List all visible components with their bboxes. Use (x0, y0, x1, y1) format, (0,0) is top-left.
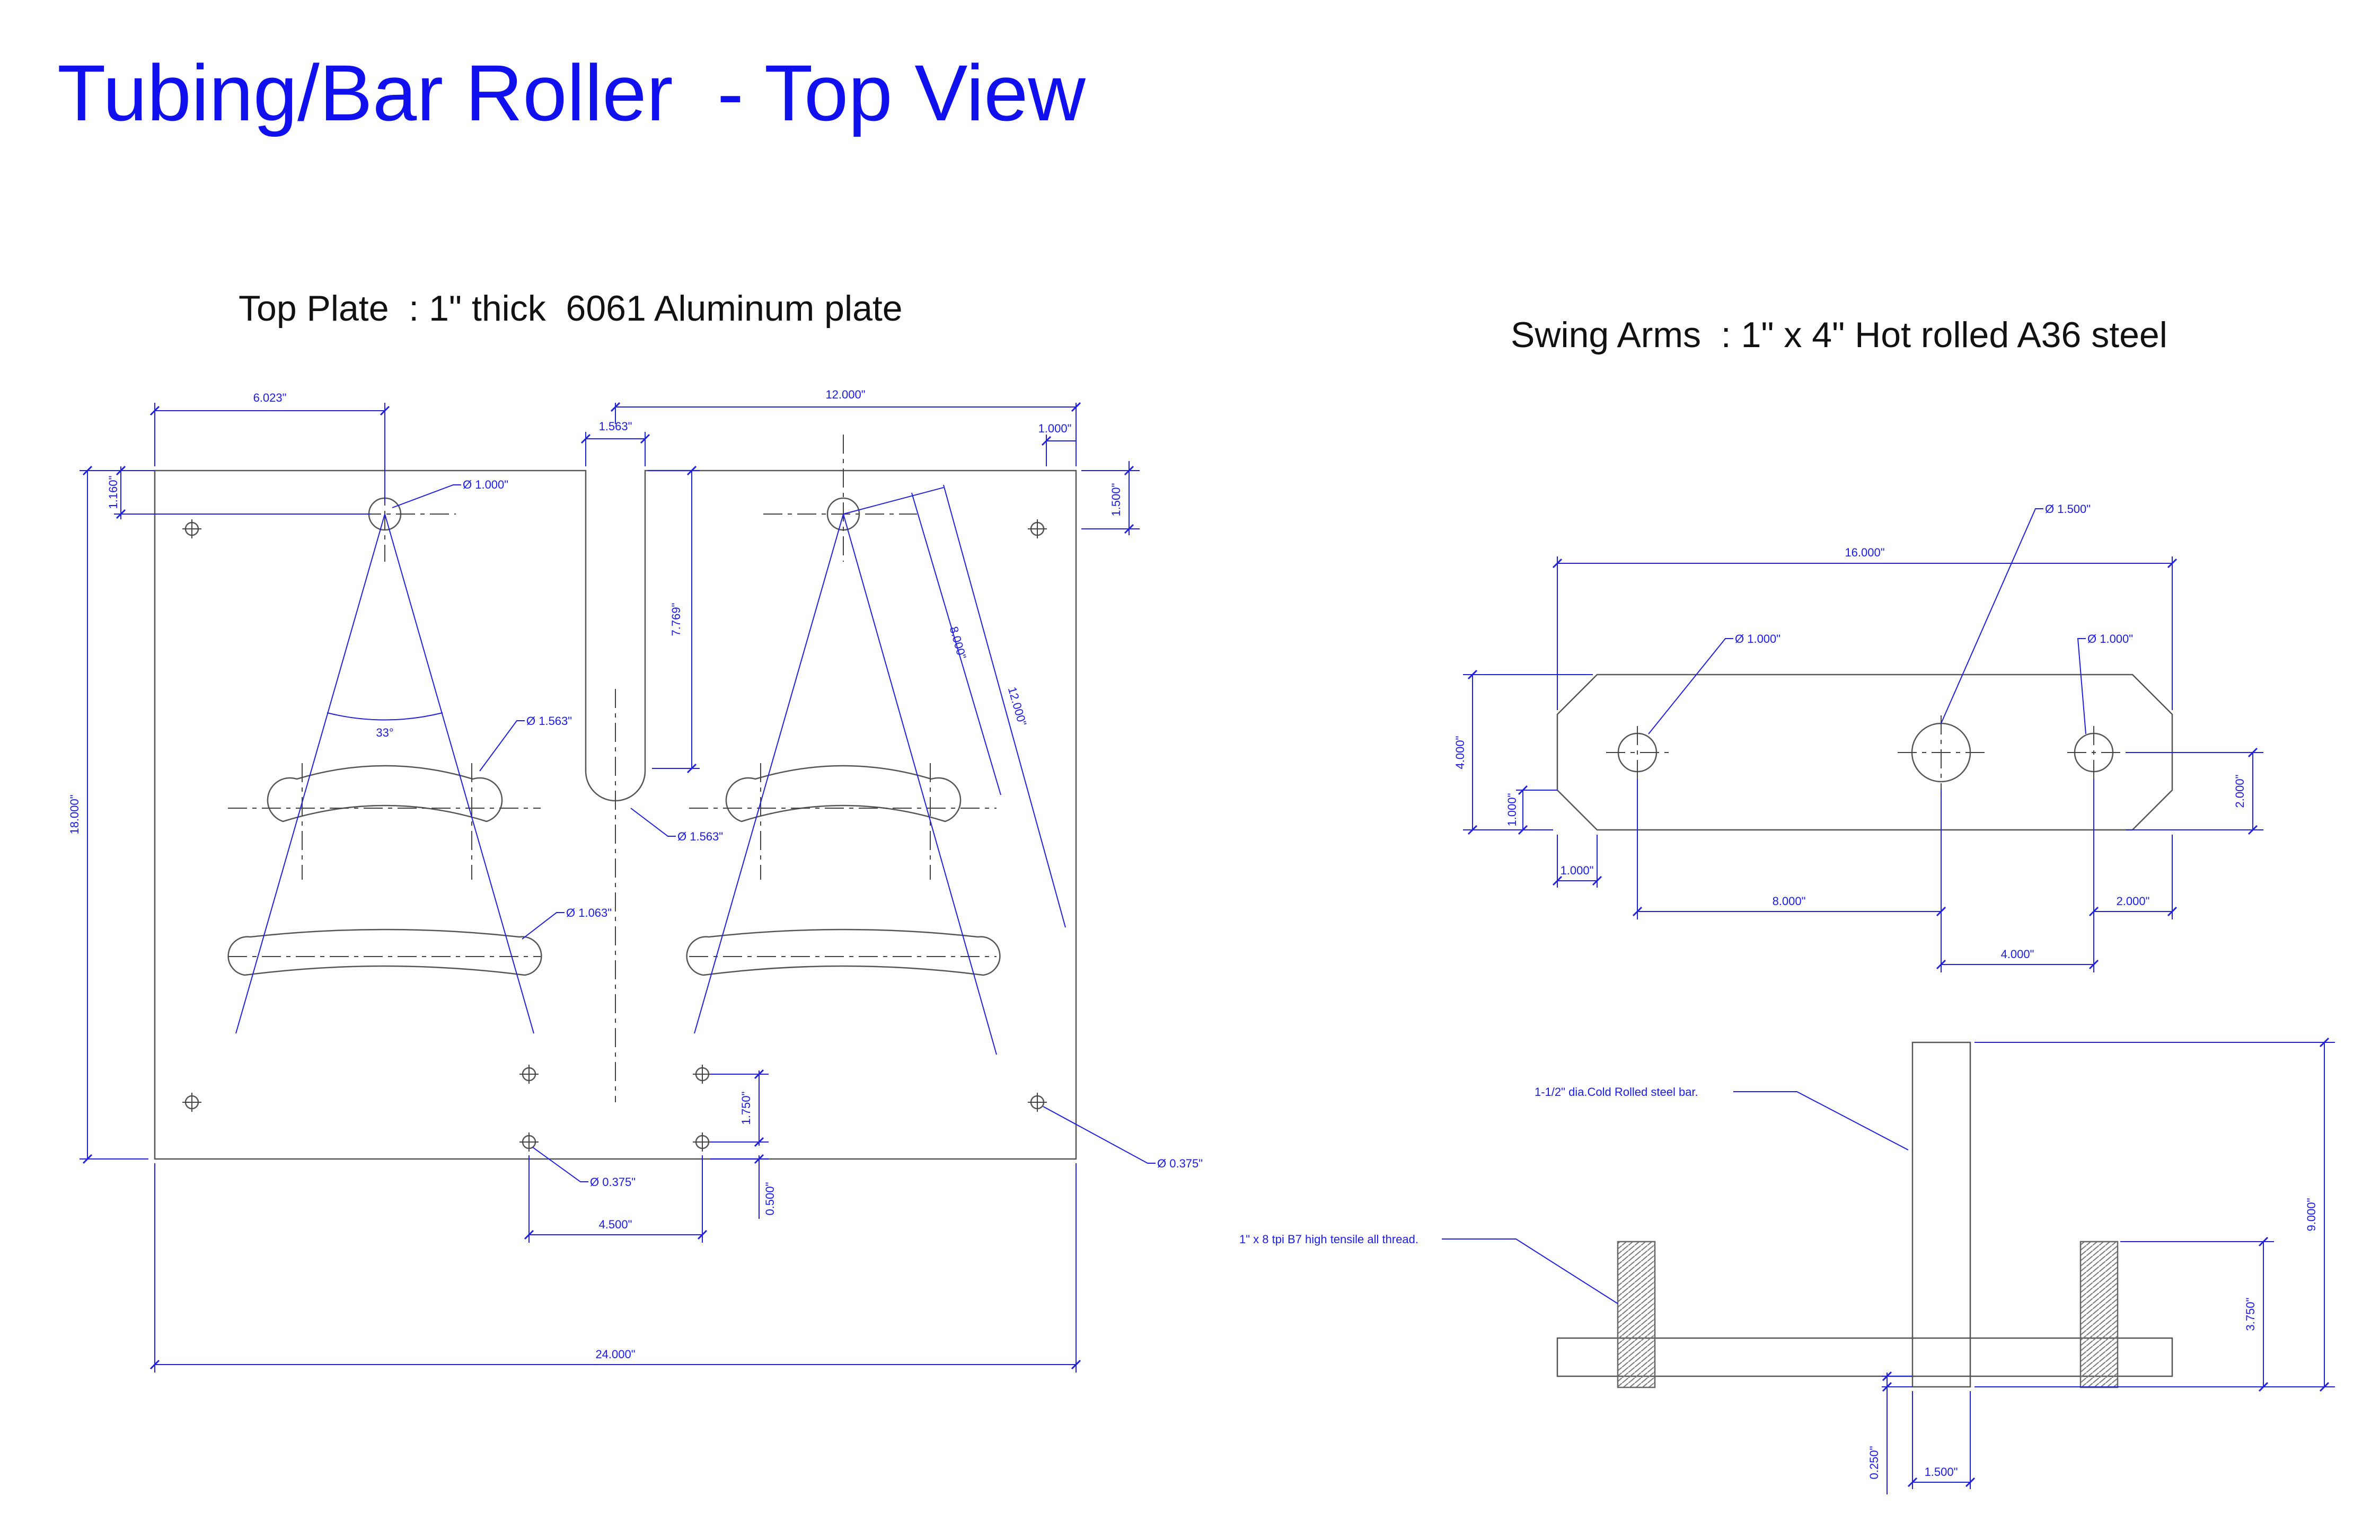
top-plate-drawing: 6.023" 12.000" 1.563" 1.000" 1.500" 1.16… (68, 388, 1203, 1373)
arm-side-profile (1556, 1337, 2173, 1377)
dim-mount-dia-right: Ø 0.375" (1157, 1157, 1203, 1170)
dim-chamfer-x: 1.000" (1561, 864, 1594, 877)
dim-mount-dia-bottom: Ø 0.375" (590, 1175, 636, 1189)
dim-arc-slot-1: Ø 1.563" (526, 714, 572, 728)
dim-mount-spacing-y: 1.750" (739, 1092, 753, 1125)
dim-angle: 33° (376, 726, 393, 739)
dim-mount-edge: 0.500" (763, 1182, 777, 1216)
dim-height: 18.000" (68, 794, 81, 834)
dim-bar-height: 9.000" (2305, 1198, 2318, 1232)
arc-slot-lower-right (686, 928, 1001, 976)
dim-slot-width: 1.563" (599, 420, 632, 433)
dim-radius-8: 8.000" (947, 625, 969, 660)
dim-end-2: 2.000" (2117, 895, 2150, 908)
all-thread-right (2079, 1241, 2119, 1388)
dim-edge-top: 1.500" (1109, 483, 1123, 517)
top-plate-heading: Top Plate : 1" thick 6061 Aluminum plate (239, 288, 903, 329)
dim-hole-offset-y: 1.160" (107, 476, 120, 509)
dim-hole-offset-x: 6.023" (253, 391, 287, 404)
arc-slot-upper-right (725, 765, 962, 822)
dim-chamfer-y: 1.000" (1505, 793, 1519, 827)
dim-mount-spacing-x: 4.500" (599, 1218, 632, 1231)
swing-arms-heading: Swing Arms : 1" x 4" Hot rolled A36 stee… (1511, 315, 2167, 355)
arc-slot-upper-left (267, 765, 503, 822)
page-title: Tubing/Bar Roller - Top View (57, 48, 1086, 137)
top-plate-outline (154, 470, 1077, 1160)
swing-arm-side-drawing: 1-1/2" dia.Cold Rolled steel bar. 9.000"… (1239, 1037, 2335, 1494)
swing-arm-plan-drawing: Ø 1.500" 16.000" Ø 1.000" Ø 1.000" 4.000… (1453, 502, 2263, 972)
dim-arc-slot-2: Ø 1.063" (566, 906, 612, 919)
dim-slot-length: 7.769" (669, 603, 683, 636)
dim-slot-end-dia: Ø 1.563" (677, 830, 723, 843)
mounting-holes (182, 519, 1047, 1152)
dim-edge-1: 1.000" (1038, 422, 1072, 435)
steel-bar (1911, 1041, 1971, 1388)
dim-hole-height: 2.000" (2233, 775, 2246, 808)
dim-pivot-dia: Ø 1.000" (463, 478, 508, 491)
dim-slot-spacing: 12.000" (825, 388, 865, 401)
dim-spacing-4: 4.000" (2001, 948, 2034, 961)
dim-thread-height: 3.750" (2244, 1298, 2257, 1331)
dim-center-hole: Ø 1.500" (2045, 502, 2091, 516)
dim-spacing-8: 8.000" (1773, 895, 1806, 908)
arc-slot-lower-left (227, 928, 542, 976)
dim-width: 24.000" (595, 1348, 635, 1361)
dim-arm-width: 4.000" (1453, 736, 1467, 769)
dim-offset: 0.250" (1867, 1446, 1881, 1480)
all-thread-left (1617, 1241, 1656, 1388)
dim-hole-right: Ø 1.000" (2087, 632, 2133, 645)
dim-bar-dia: 1.500" (1925, 1465, 1958, 1479)
note-all-thread: 1" x 8 tpi B7 high tensile all thread. (1239, 1233, 1418, 1246)
dim-hole-left: Ø 1.000" (1735, 632, 1780, 645)
dim-arm-length: 16.000" (1845, 546, 1884, 559)
note-steel-bar: 1-1/2" dia.Cold Rolled steel bar. (1535, 1085, 1698, 1099)
